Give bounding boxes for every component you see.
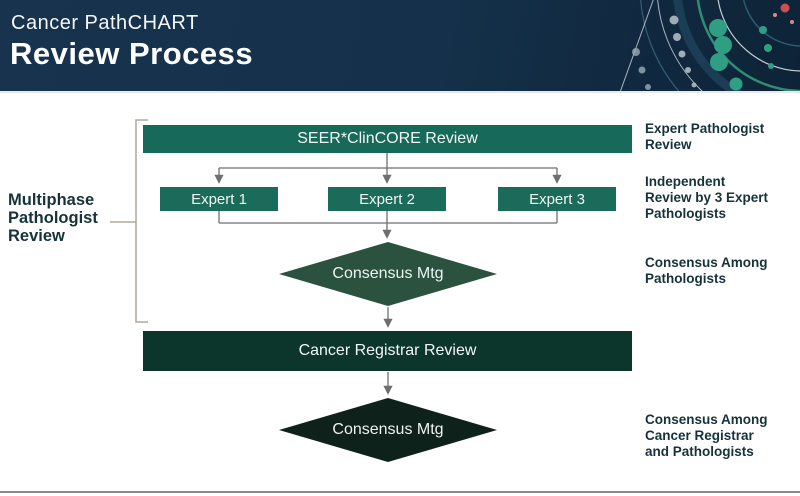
left-bracket [110, 119, 148, 323]
page-title: Review Process [10, 36, 254, 71]
network-arcs-decoration-icon [619, 0, 800, 91]
multiphase-pathologist-review-label: Multiphase Pathologist Review [8, 191, 98, 245]
bottom-divider [0, 491, 800, 493]
annotation-expert-pathologist-review: Expert Pathologist Review [645, 121, 765, 152]
header: Cancer PathCHART Review Process [0, 0, 800, 93]
cancer-registrar-review-banner: Cancer Registrar Review [143, 331, 632, 371]
expert-2-box: Expert 2 [328, 187, 446, 211]
annotation-consensus-registrar: Consensus Among Cancer Registrar and Pat… [645, 412, 768, 459]
annotation-independent-review: Independent Review by 3 Expert Pathologi… [645, 174, 769, 221]
expert-1-box: Expert 1 [160, 187, 278, 211]
seer-clincore-review-banner: SEER*ClinCORE Review [143, 125, 632, 153]
annotation-consensus-pathologists: Consensus Among Pathologists [645, 255, 768, 286]
expert-3-box: Expert 3 [498, 187, 616, 211]
header-pretitle: Cancer PathCHART [11, 12, 199, 34]
